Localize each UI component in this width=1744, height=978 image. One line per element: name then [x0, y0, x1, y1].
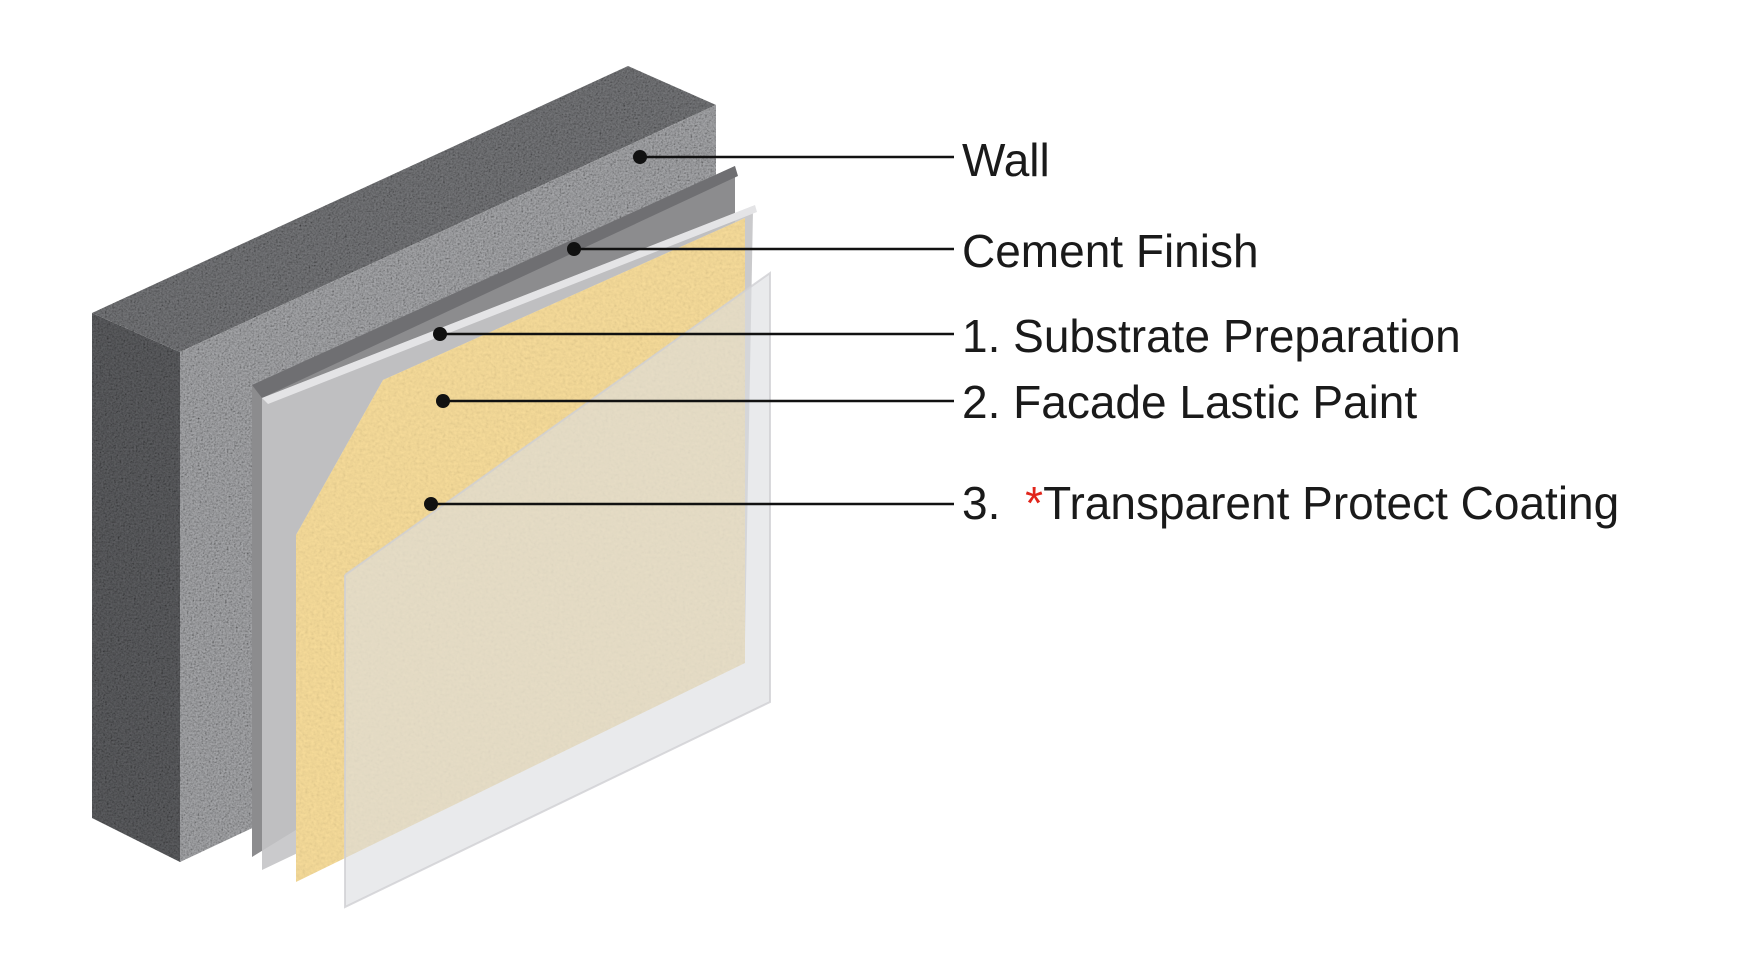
label-coating: 3. *Transparent Protect Coating [962, 477, 1619, 529]
label-substrate: 1. Substrate Preparation [962, 310, 1461, 362]
label-substrate-number: 1. [962, 310, 1013, 362]
label-substrate-text: Substrate Preparation [1013, 310, 1461, 362]
label-facade-number: 2. [962, 376, 1013, 428]
label-wall: Wall [962, 134, 1050, 186]
label-facade-text: Facade Lastic Paint [1013, 376, 1417, 428]
label-coating-number: 3. [962, 477, 1013, 529]
leader-coating [424, 497, 954, 511]
label-facade: 2. Facade Lastic Paint [962, 376, 1417, 428]
wall-top-face [92, 66, 716, 352]
leader-wall [633, 150, 954, 164]
substrate-edge [262, 205, 757, 404]
label-coating-asterisk: * [1025, 477, 1043, 529]
label-coating-text: Transparent Protect Coating [1043, 477, 1619, 529]
cement-finish-edge [252, 166, 738, 398]
leader-cement-finish [567, 242, 954, 256]
coating-layer [345, 273, 770, 907]
coating-outline [344, 271, 771, 909]
leader-substrate [433, 327, 954, 341]
label-cement-finish: Cement Finish [962, 225, 1259, 277]
leader-facade [436, 394, 954, 408]
wall-side-face [92, 313, 180, 862]
